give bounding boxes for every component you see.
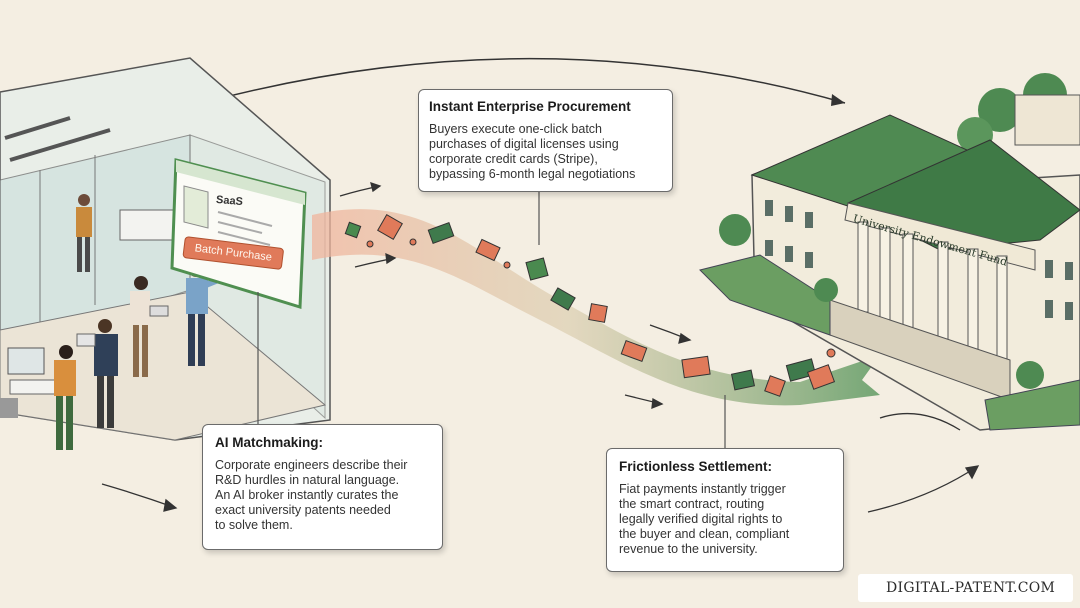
callout-matchmaking: AI Matchmaking: Corporate engineers desc… <box>202 424 443 550</box>
callout-settlement-title: Frictionless Settlement: <box>619 459 831 474</box>
callout-settlement-body: Fiat payments instantly trigger the smar… <box>619 482 831 557</box>
callout-procurement-body: Buyers execute one-click batch purchases… <box>429 122 662 182</box>
callout-matchmaking-title: AI Matchmaking: <box>215 435 430 450</box>
brand-label: DIGITAL-PATENT.COM <box>886 580 1055 596</box>
brand-watermark: DIGITAL-PATENT.COM <box>858 574 1073 602</box>
saas-app-label: SaaS <box>216 194 244 208</box>
university-building <box>700 73 1080 430</box>
callout-matchmaking-body: Corporate engineers describe their R&D h… <box>215 458 430 533</box>
callout-procurement-title: Instant Enterprise Procurement <box>429 99 662 114</box>
callout-procurement: Instant Enterprise Procurement Buyers ex… <box>418 89 673 192</box>
callout-settlement: Frictionless Settlement: Fiat payments i… <box>606 448 844 572</box>
